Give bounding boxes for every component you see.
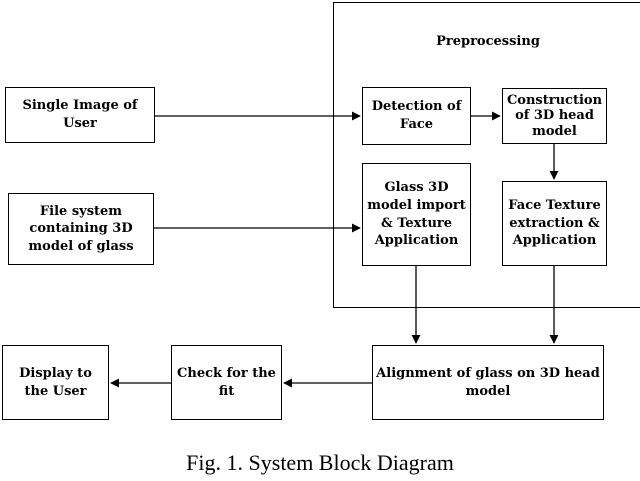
preprocessing-label: Preprocessing [436, 34, 540, 49]
construction-box: Construction of 3D head model [502, 88, 607, 144]
display-label: Display to the User [19, 365, 92, 399]
construction-label: Construction of 3D head model [506, 92, 603, 139]
detection-box: Detection of Face [362, 87, 471, 145]
check-fit-box: Check for the fit [171, 345, 282, 420]
file-system-box: File system containing 3D model of glass [8, 193, 154, 265]
single-image-label: Single Image of User [22, 98, 138, 131]
check-fit-label: Check for the fit [177, 365, 276, 399]
file-system-label: File system containing 3D model of glass [28, 203, 134, 254]
figure-caption: Fig. 1. System Block Diagram [186, 450, 454, 475]
display-box: Display to the User [2, 345, 109, 420]
face-texture-box: Face Texture extraction & Application [502, 181, 607, 266]
glass-import-label: Glass 3D model import & Texture Applicat… [367, 180, 466, 249]
single-image-box: Single Image of User [5, 87, 155, 143]
alignment-box: Alignment of glass on 3D head model [372, 345, 604, 420]
alignment-label: Alignment of glass on 3D head model [376, 365, 600, 399]
detection-label: Detection of Face [371, 99, 462, 132]
face-texture-label: Face Texture extraction & Application [508, 198, 601, 249]
glass-import-box: Glass 3D model import & Texture Applicat… [362, 163, 471, 266]
